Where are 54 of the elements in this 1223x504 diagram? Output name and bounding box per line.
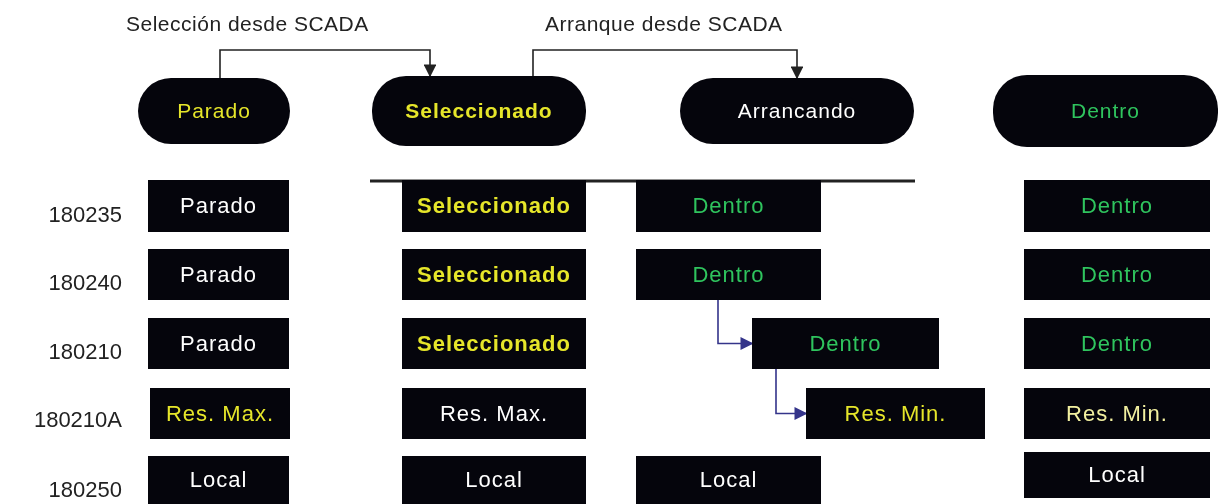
status-text: Res. Min. [1066,400,1168,427]
status-box [1024,318,1210,369]
connector-arrow [717,299,754,350]
status-text: Dentro [692,261,765,288]
state-pill [993,75,1218,147]
status-text: Arrancando [737,99,857,123]
row-id-label: 180240 [48,270,122,296]
status-text: Dentro [809,330,882,357]
status-text: Parado [180,261,257,288]
status-text: Local [699,467,758,493]
status-box [402,318,586,369]
status-text: Seleccionado [417,193,571,219]
status-text: Dentro [1071,99,1140,123]
status-text: Res. Min. [844,400,947,427]
status-box [1024,452,1210,498]
status-text: Local [1088,462,1146,488]
status-text: Res. Max. [440,400,548,427]
status-box [1024,388,1210,439]
connector-arrow [775,368,808,420]
status-text: Seleccionado [417,330,571,357]
status-box [148,180,289,232]
status-text: Seleccionado [417,261,571,288]
status-text: Dentro [1080,193,1153,219]
status-text: Local [189,467,248,493]
status-box [636,180,821,232]
status-box [148,456,289,504]
status-box [402,456,586,504]
status-text: Dentro [1080,330,1153,357]
connector-arrow [219,49,437,79]
status-text: Parado [180,330,257,357]
status-box [150,388,290,439]
status-text: Parado [180,193,257,219]
status-box [148,318,289,369]
status-box [1024,180,1210,232]
status-text: Seleccionado [405,99,553,123]
status-text: Local [465,467,523,493]
row-id-label: 180250 [48,477,122,503]
status-box [402,249,586,300]
row-id-label: 180210A [33,407,122,433]
row-id-label: 180235 [48,202,122,228]
status-box [148,249,289,300]
status-text: Parado [177,99,251,123]
status-box [402,180,586,232]
status-text: Res. Max. [166,400,274,427]
connector-arrow [532,49,804,80]
status-box [636,456,821,504]
status-text: Dentro [692,193,765,219]
status-box [636,249,821,300]
status-box [806,388,985,439]
status-box [1024,249,1210,300]
status-box [752,318,939,369]
status-text: Dentro [1080,261,1153,288]
status-box [402,388,586,439]
row-id-label: 180210 [48,339,122,365]
